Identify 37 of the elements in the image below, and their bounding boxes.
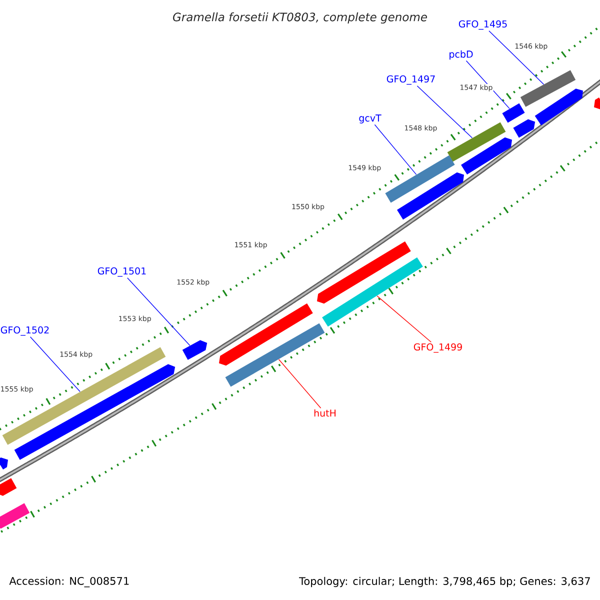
gene-label: GFO_1497 — [386, 75, 435, 85]
leader-line — [374, 124, 417, 175]
gene-feature — [0, 478, 17, 496]
gene-feature — [397, 172, 464, 220]
accession-text: Accession: NC_008571 — [9, 576, 129, 588]
gene-label: gcvT — [359, 114, 382, 124]
gene-bar — [520, 70, 576, 107]
gene-feature — [534, 88, 583, 126]
gene-label: hutH — [314, 409, 336, 417]
gene-feature — [513, 119, 536, 138]
leader-line — [466, 60, 510, 110]
leader-line — [376, 296, 432, 342]
gene-bar — [0, 503, 30, 529]
leader-line — [416, 86, 473, 138]
gene-bar — [2, 347, 166, 445]
gene-label: GFO_1501 — [98, 267, 146, 277]
gene-feature — [461, 137, 512, 175]
leader-line — [127, 277, 190, 346]
gene-feature — [316, 241, 411, 304]
gene-bar — [447, 122, 506, 162]
gene-label: GFO_1499 — [414, 343, 462, 353]
gene-feature — [0, 457, 8, 470]
genome-info-text: Topology: circular; Length: 3,798,465 bp; Genes: 3,637 — [299, 576, 590, 588]
gene-feature — [218, 303, 313, 366]
gene-feature — [594, 97, 600, 110]
leader-line — [278, 359, 322, 408]
gene-bar — [225, 323, 325, 387]
leader-line — [488, 30, 544, 85]
gene-feature — [182, 340, 208, 360]
gene-bar — [322, 257, 423, 327]
gene-bar — [385, 155, 455, 203]
gene-label: GFO_1502 — [0, 326, 49, 336]
leader-line — [30, 336, 80, 392]
gene-label: pcbD — [450, 50, 473, 60]
title: Gramella forsetii KT0803, complete genome — [173, 12, 427, 24]
gene-label: GFO_1495 — [458, 20, 507, 30]
gene-bar — [502, 103, 525, 123]
